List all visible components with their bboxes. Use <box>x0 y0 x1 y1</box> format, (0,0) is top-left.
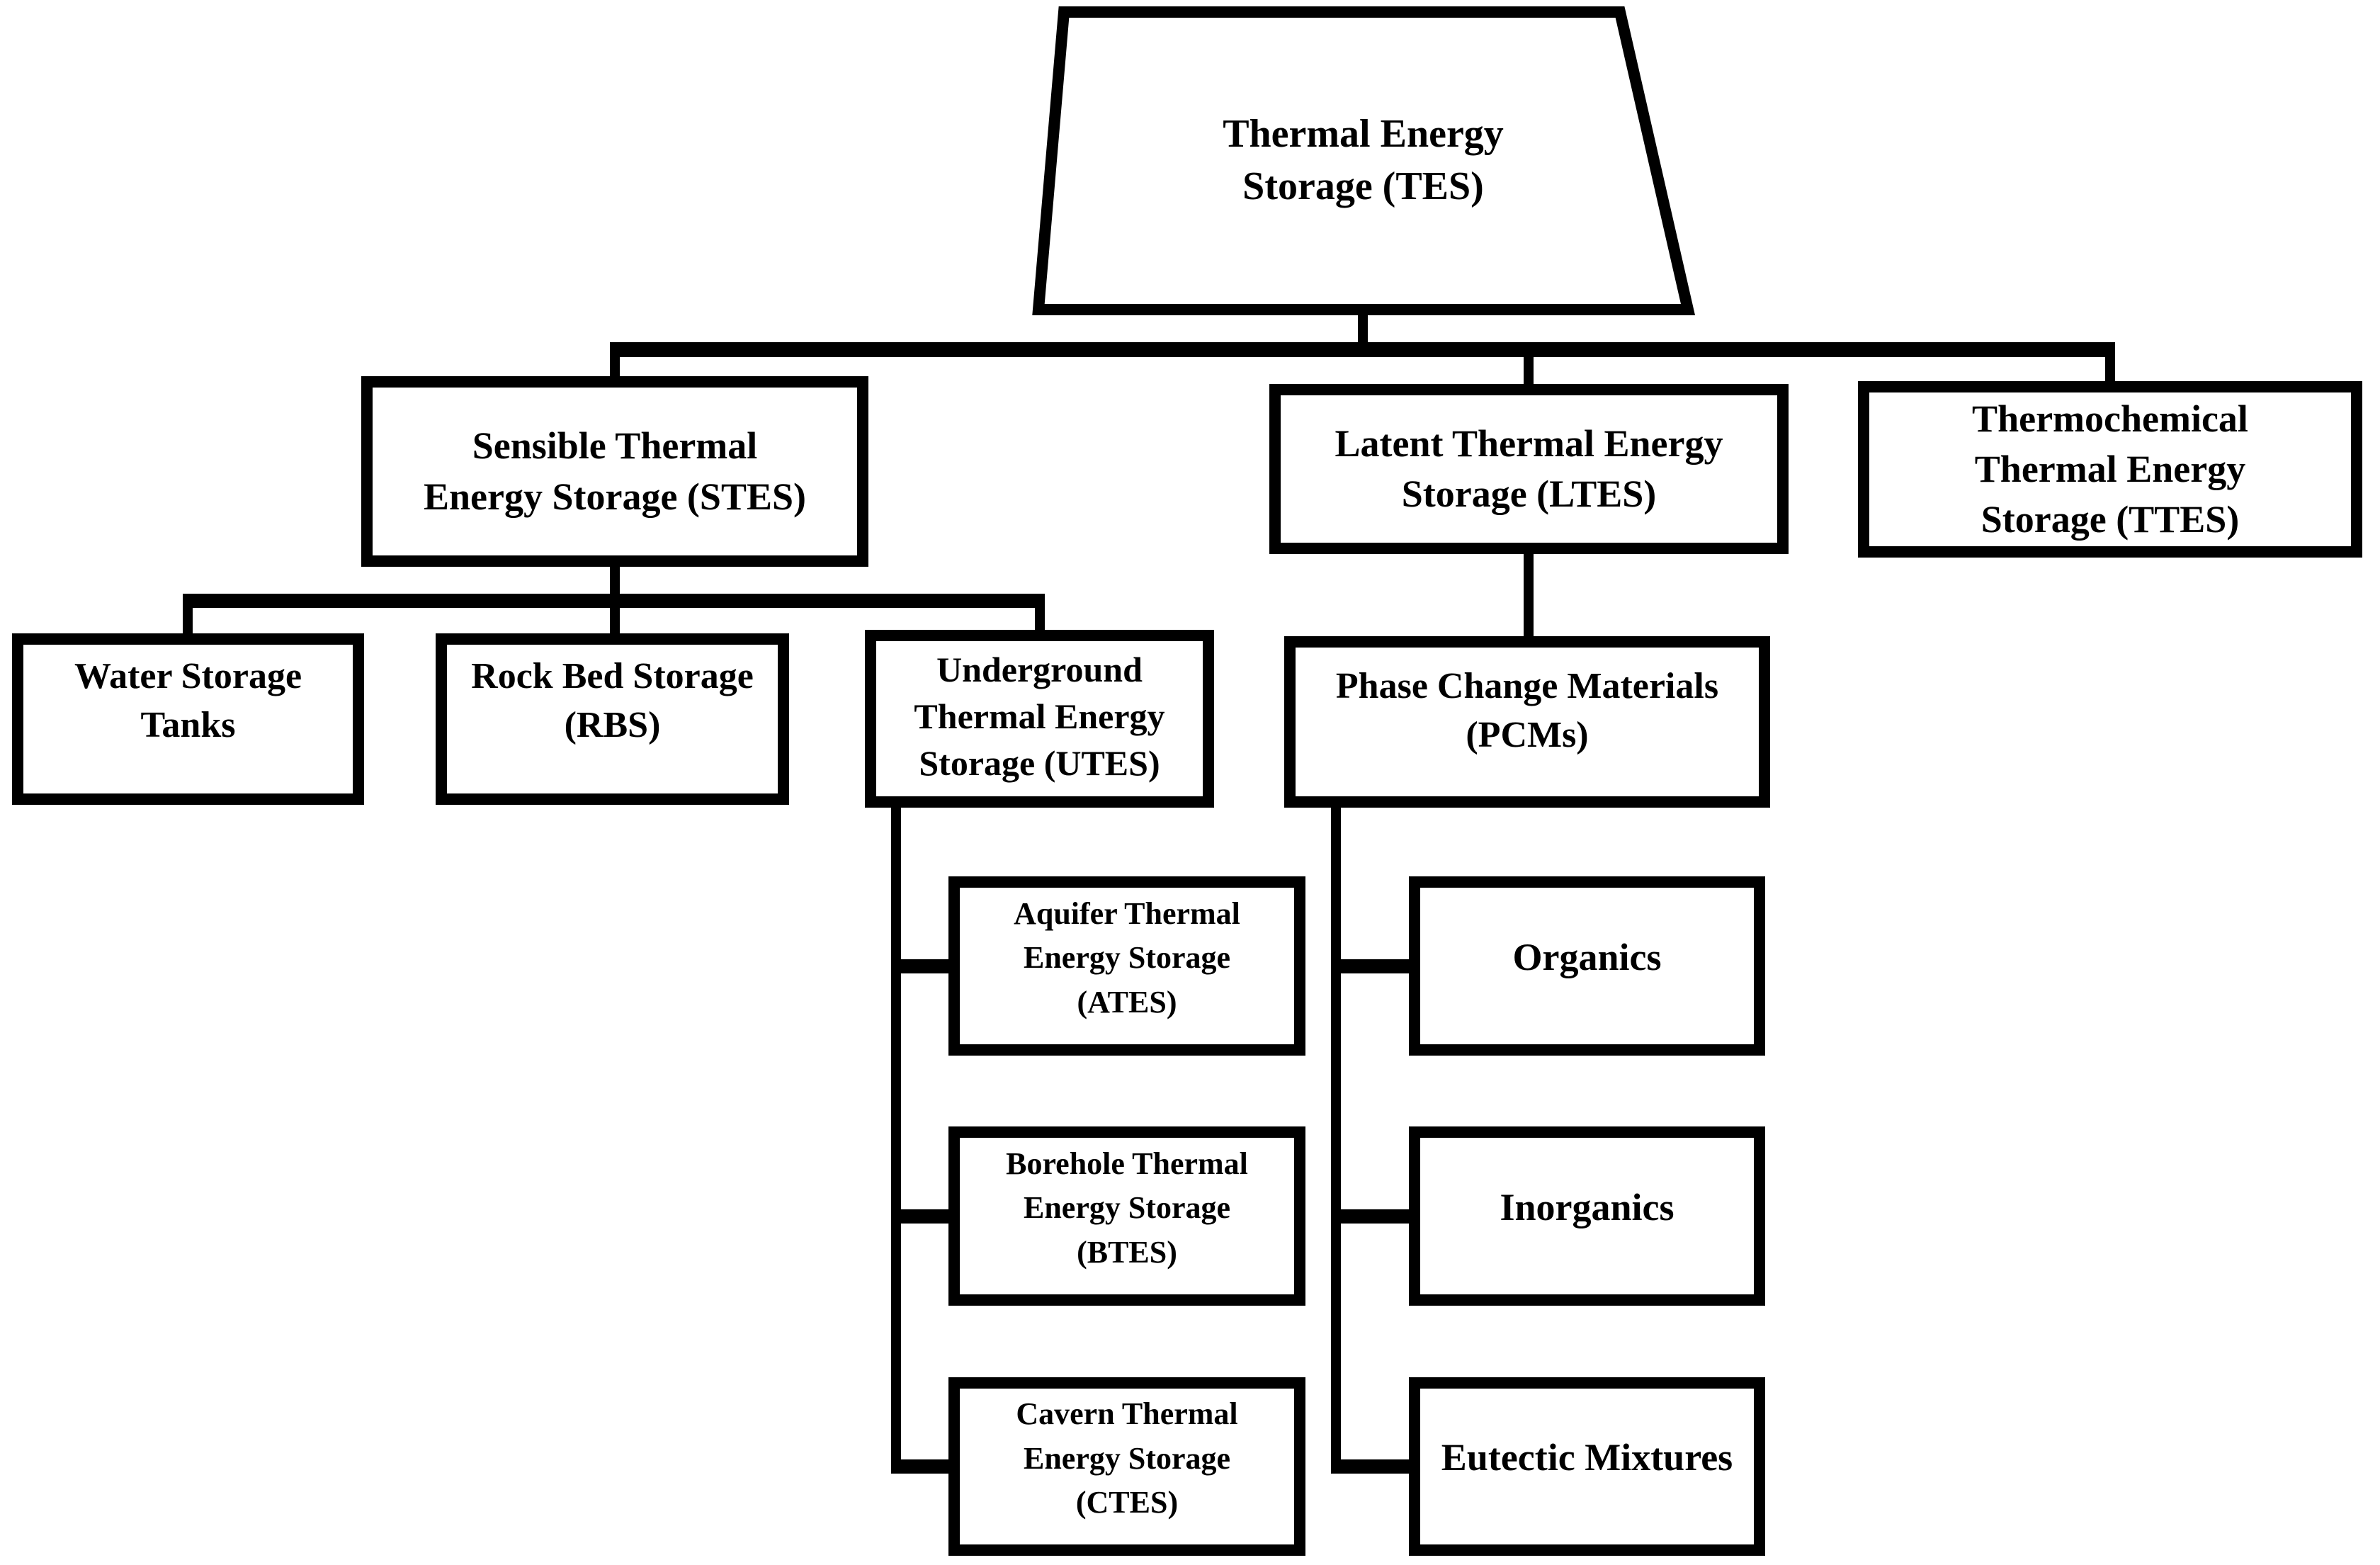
edge-drop-ltes <box>1524 352 1534 388</box>
node-btes: Borehole Thermal Energy Storage (BTES) <box>948 1126 1305 1306</box>
node-ctes-label-line: Cavern Thermal <box>1016 1396 1238 1432</box>
node-tes: Thermal Energy Storage (TES) <box>1038 12 1688 310</box>
node-pcm: Phase Change Materials (PCMs) <box>1284 636 1770 808</box>
node-ltes: Latent Thermal Energy Storage (LTES) <box>1269 384 1789 554</box>
node-organics: Organics <box>1409 876 1765 1056</box>
edge-stub-ctes <box>896 1459 954 1474</box>
node-pcm-label-line: (PCMs) <box>1466 715 1589 755</box>
node-inorganics: Inorganics <box>1409 1126 1765 1306</box>
edge-bus-level2 <box>610 342 2115 357</box>
node-tes-label-line: Thermal Energy <box>1223 112 1504 157</box>
node-rock-bed-storage: Rock Bed Storage (RBS) <box>436 633 789 805</box>
edge-pcm-spine <box>1331 803 1341 1474</box>
node-ttes-label-line: Thermochemical <box>1972 397 2248 440</box>
edge-ltes-to-pcm <box>1524 551 1534 640</box>
edge-stub-eutectic <box>1336 1459 1415 1474</box>
edge-drop-rbs <box>610 604 620 638</box>
edge-bus-stes-children <box>183 594 1045 608</box>
edge-stub-organics <box>1336 959 1415 973</box>
edge-drop-utes <box>1035 604 1045 634</box>
node-tes-trapezoid-shape <box>1032 6 1696 315</box>
node-ltes-label-line: Storage (LTES) <box>1401 473 1657 515</box>
node-rbs-label-line: Rock Bed Storage <box>471 656 754 697</box>
node-ltes-label-line: Latent Thermal Energy <box>1334 422 1723 465</box>
node-btes-label-line: Borehole Thermal <box>1006 1146 1248 1181</box>
node-ctes-label-line: Energy Storage <box>1023 1440 1231 1476</box>
node-tes-label-line: Storage (TES) <box>1242 164 1484 208</box>
edge-stub-inorganics <box>1336 1209 1415 1224</box>
node-btes-label-line: (BTES) <box>1077 1234 1177 1270</box>
node-utes-label-line: Storage (UTES) <box>919 742 1160 783</box>
edge-stes-to-bus <box>610 563 620 597</box>
node-btes-label-line: Energy Storage <box>1023 1190 1231 1226</box>
node-water-storage-tanks: Water Storage Tanks <box>12 633 364 805</box>
node-inorganics-label-line: Inorganics <box>1500 1185 1674 1228</box>
node-organics-label-line: Organics <box>1512 935 1662 978</box>
edge-drop-water <box>183 604 193 638</box>
node-stes-label-line: Sensible Thermal <box>472 424 758 468</box>
node-water-label-line: Water Storage <box>74 656 302 697</box>
node-ttes-label-line: Storage (TTES) <box>1980 498 2240 541</box>
node-ttes: Thermochemical Thermal Energy Storage (T… <box>1858 381 2362 558</box>
node-utes-label-line: Underground <box>936 649 1143 689</box>
node-ctes: Cavern Thermal Energy Storage (CTES) <box>948 1377 1305 1556</box>
node-ctes-label-line: (CTES) <box>1075 1485 1179 1520</box>
edge-drop-stes <box>610 352 620 380</box>
edge-utes-spine <box>891 803 901 1474</box>
node-utes-label-line: Thermal Energy <box>914 696 1165 736</box>
node-water-label-line: Tanks <box>140 705 236 745</box>
node-ates-label-line: (ATES) <box>1077 984 1177 1019</box>
node-pcm-label-line: Phase Change Materials <box>1335 666 1719 707</box>
node-stes-label-line: Energy Storage (STES) <box>424 475 806 518</box>
node-rbs-label-line: (RBS) <box>564 705 661 745</box>
node-ates-label-line: Energy Storage <box>1023 940 1231 976</box>
node-stes: Sensible Thermal Energy Storage (STES) <box>361 376 868 567</box>
edge-stub-btes <box>896 1209 954 1224</box>
edge-drop-ttes <box>2105 352 2115 385</box>
edge-tes-to-bus <box>1358 305 1368 349</box>
node-ates: Aquifer Thermal Energy Storage (ATES) <box>948 876 1305 1056</box>
node-ates-label-line: Aquifer Thermal <box>1014 896 1240 931</box>
node-utes: Underground Thermal Energy Storage (UTES… <box>865 630 1214 808</box>
node-ttes-label-line: Thermal Energy <box>1974 447 2246 490</box>
node-eutectic-label-line: Eutectic Mixtures <box>1441 1436 1733 1479</box>
edge-stub-ates <box>896 959 954 973</box>
node-eutectic-mixtures: Eutectic Mixtures <box>1409 1377 1765 1556</box>
